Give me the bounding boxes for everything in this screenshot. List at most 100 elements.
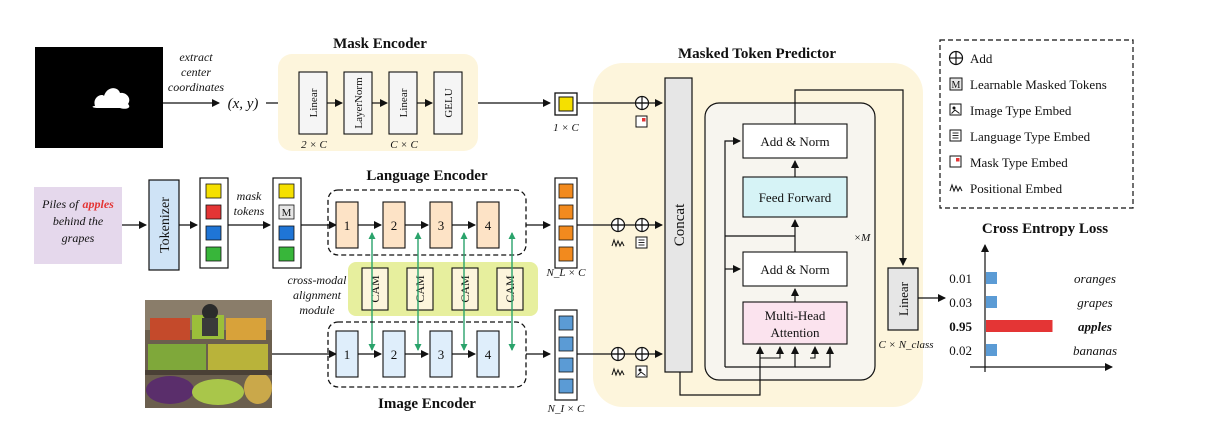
- predictor-title: Masked Token Predictor: [678, 46, 836, 62]
- legend-language-type: Language Type Embed: [970, 129, 1091, 144]
- add-norm-top-label: Add & Norm: [760, 134, 829, 149]
- mask-type-icon: [949, 155, 962, 168]
- lang-block-label-3: 3: [438, 218, 445, 233]
- image-type-icon: [949, 103, 962, 116]
- img-block-4: [476, 330, 500, 378]
- masked-token-column: M: [272, 177, 302, 269]
- output-linear-dim: C × N_class: [878, 339, 933, 351]
- extract-label-3: coordinates: [168, 80, 225, 94]
- language-encoder: Language Encoder 1 2 3 4: [327, 168, 527, 256]
- mask-layer-label-2: Linear: [398, 88, 410, 117]
- mask-layer-1: [343, 71, 373, 135]
- bar-apples: [986, 320, 1053, 332]
- coords-label: (x, y): [228, 96, 259, 112]
- cam-block-label-2: CAM: [413, 275, 427, 303]
- lang-block-label-2: 2: [391, 218, 398, 233]
- mask-tokens-label-2: tokens: [234, 204, 265, 218]
- mask-dim-2: C × C: [390, 139, 418, 151]
- mask-image: [35, 47, 163, 148]
- image-output-column: N_I × C: [547, 309, 585, 415]
- output-linear-label: Linear: [896, 281, 911, 316]
- image-encoder-title: Image Encoder: [378, 396, 476, 412]
- image-type-embed-icon: [635, 365, 648, 378]
- lang-block-4: [476, 201, 500, 249]
- img-block-label-4: 4: [485, 347, 492, 362]
- text-input-line2: behind the: [53, 214, 104, 228]
- mask-tokens-label-1: mask: [237, 189, 262, 203]
- language-encoder-title: Language Encoder: [366, 168, 488, 184]
- token-column: [199, 177, 229, 269]
- bar-label-oranges: oranges: [1074, 271, 1116, 286]
- loss-chart: Cross Entropy Loss 0.01 oranges 0.03 grapes…: [949, 221, 1117, 372]
- mask-encoder-title: Mask Encoder: [333, 36, 427, 52]
- mha-label-1: Multi-Head: [765, 308, 826, 323]
- bar-value-oranges: 0.01: [949, 271, 972, 286]
- bar-label-grapes: grapes: [1077, 295, 1112, 310]
- legend-image-type: Image Type Embed: [970, 103, 1072, 118]
- cam-module: CAM CAM CAM CAM cross-modal alignment modul…: [288, 262, 538, 317]
- cam-caption-3: module: [299, 303, 335, 317]
- img-out-dim: N_I × C: [547, 403, 585, 415]
- mask-layer-2: [388, 71, 418, 135]
- learnable-mask-icon: M: [282, 207, 292, 219]
- mask-layer-label-1: LayerNorm: [353, 77, 365, 129]
- bar-value-bananas: 0.02: [949, 343, 972, 358]
- mask-out-dim: 1 × C: [553, 122, 579, 134]
- extract-label-2: center: [181, 65, 211, 79]
- lang-block-label-4: 4: [485, 218, 492, 233]
- mask-encoder: Mask Encoder Linear LayerNorm Linear GELU 2…: [278, 36, 478, 151]
- bar-value-apples: 0.95: [949, 319, 972, 334]
- cam-block-label-4: CAM: [503, 275, 517, 303]
- mask-layer-3: [433, 71, 463, 135]
- bar-grapes: [986, 296, 997, 308]
- tokenizer-block: Tokenizer: [148, 179, 180, 271]
- bar-label-apples: apples: [1078, 319, 1112, 334]
- loss-title: Cross Entropy Loss: [982, 221, 1108, 237]
- cam-block-label-1: CAM: [368, 275, 382, 303]
- lang-block-label-1: 1: [344, 218, 351, 233]
- mask-output-token: 1 × C: [553, 92, 580, 134]
- output-linear: Linear C × N_class: [878, 267, 934, 351]
- bar-value-grapes: 0.03: [949, 295, 972, 310]
- bar-bananas: [986, 344, 997, 356]
- language-output-column: N_L × C: [545, 177, 586, 279]
- legend-add: Add: [970, 51, 993, 66]
- repeat-label: ×M: [854, 232, 871, 244]
- concat-block: Concat: [664, 77, 693, 373]
- tokenizer-label: Tokenizer: [158, 197, 173, 253]
- positional-embed-icon-lang: [611, 238, 625, 248]
- learnable-masked-token-icon: [949, 77, 963, 91]
- mask-dim-1: 2 × C: [301, 139, 327, 151]
- transformer-block: ×M Add & Norm Feed Forward Add & Norm Mu…: [679, 89, 907, 396]
- svg-text:M: M: [952, 80, 961, 91]
- concat-label: Concat: [672, 203, 688, 246]
- add-norm-bottom-label: Add & Norm: [760, 262, 829, 277]
- legend-masked-tokens: Learnable Masked Tokens: [970, 77, 1107, 92]
- text-input-line3: grapes: [62, 231, 95, 245]
- extract-label-1: extract: [179, 50, 213, 64]
- legend-mask-type: Mask Type Embed: [970, 155, 1068, 170]
- bar-oranges: [986, 272, 997, 284]
- cam-block-label-3: CAM: [458, 275, 472, 303]
- img-block-label-1: 1: [344, 347, 351, 362]
- text-input-highlight: apples: [82, 197, 114, 211]
- text-input-line1: Piles of: [41, 197, 80, 211]
- market-photo: [145, 300, 272, 408]
- mask-layer-label-3: GELU: [443, 88, 455, 117]
- bar-label-bananas: bananas: [1073, 343, 1117, 358]
- img-block-label-3: 3: [438, 347, 445, 362]
- mask-layer-label-0: Linear: [308, 88, 320, 117]
- cam-caption-2: alignment: [293, 288, 342, 302]
- mha-label-2: Attention: [770, 325, 820, 340]
- feed-forward-label: Feed Forward: [759, 190, 832, 205]
- positional-icon: [949, 183, 963, 193]
- cam-caption-1: cross-modal: [288, 273, 348, 287]
- legend-positional: Positional Embed: [970, 181, 1063, 196]
- lang-out-dim: N_L × C: [545, 267, 586, 279]
